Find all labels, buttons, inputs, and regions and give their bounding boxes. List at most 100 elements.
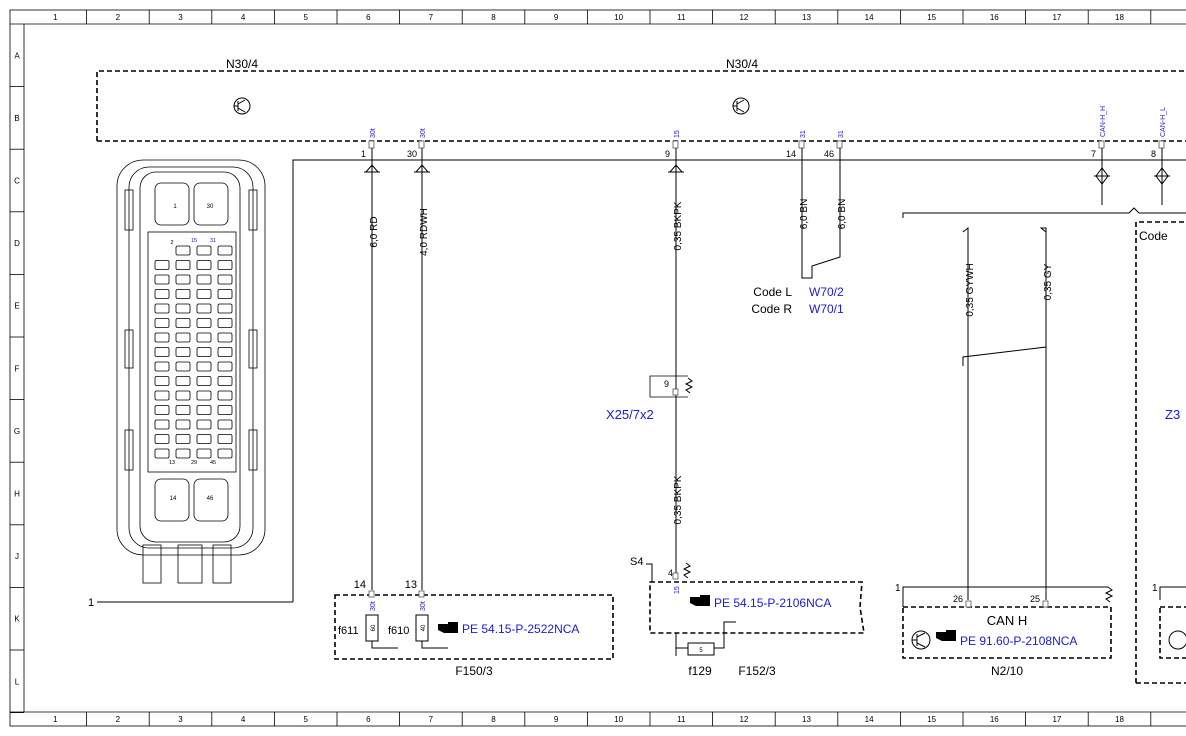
partial-pin-1-right: 1 [1152,583,1158,594]
drawing-frame [9,9,1186,727]
pin-cavity [196,361,212,372]
grid-column-label: 8 [491,715,496,724]
pin-cavity [175,448,191,459]
grid-row-label: B [14,114,19,123]
pin-cavity [175,419,191,430]
wire-label-6-0-bn-b: 6,0 BN [837,199,848,230]
grid-column-label: 15 [927,13,936,22]
wire-label-6-0-rd: 6,0 RD [369,216,380,247]
pin-cavity [196,405,212,415]
pin-cavity [154,318,170,328]
fuse-box-f150-3: 14 13 30t 30t 60 40 f611 f610 [334,579,614,660]
fuse-box-f152-3: 4 15 5 [649,568,865,656]
connector-pin-30: 30 [207,204,214,210]
pin-cavity [154,260,170,270]
wire-label-0-35-gywh: 0,35 GYWH [965,263,976,316]
n2-10-pin-26: 26 [953,594,963,604]
fuse-f610-label: f610 [388,625,409,637]
x25-7x2-link[interactable]: X25/7x2 [606,407,654,422]
pin-cavity [217,303,233,314]
pin-cavity [196,260,212,270]
pin-cavity [154,405,170,415]
grid-column-label: 13 [802,13,811,22]
spring-symbol-icon [684,377,694,394]
ground-w70-2-link[interactable]: W70/2 [809,285,844,299]
pin-cavity [154,347,170,357]
can-double-arrow-icon [1094,148,1110,205]
f150-pin-13: 13 [405,579,417,591]
code-r-label: Code R [751,302,792,316]
svg-text:30t: 30t [420,128,427,138]
twisted-pair-marker [962,341,1047,366]
can-bus-bracket [902,207,1186,218]
transistor-icon [911,630,931,650]
pin-cavity [217,361,233,372]
pin-cavity [217,419,233,430]
pin-cavity [175,260,191,270]
grid-column-label: 6 [366,13,371,22]
ground-w70-1-link[interactable]: W70/1 [809,302,844,316]
svg-text:30t: 30t [370,128,377,138]
grid-column-label: 13 [802,715,811,724]
pin-cavity [217,332,233,343]
z3-partial-link[interactable]: Z3 [1165,407,1180,422]
pin-cavity [175,332,191,343]
code-partial-box [1135,221,1186,683]
grid-column-label: 5 [303,13,308,22]
f150-reference-link[interactable]: PE 54.15-P-2522NCA [462,622,579,636]
transistor-icon [233,97,251,115]
grid-column-label: 11 [677,13,686,22]
partial-module-right [1159,606,1186,659]
n2-10-pin-1: 1 [895,583,901,594]
pin-cavity [196,419,212,430]
grid-column-label: 18 [1115,715,1124,724]
n2-10-pin-25: 25 [1030,594,1040,604]
pin-cavity [175,274,191,285]
ecu-pin-9: 9 15 [665,130,681,159]
f152-reference-link[interactable]: PE 54.15-P-2106NCA [714,596,831,610]
n2-10-label: N2/10 [991,664,1023,678]
pin-cavity [175,405,191,415]
grid-row-label: F [15,364,20,373]
wire-label-0-35-bkpk-lower: 0,35 BKPK [673,475,684,524]
pin-cavity [196,289,212,299]
svg-text:5: 5 [699,648,703,654]
grid-column-label: 9 [554,13,559,22]
f150-3-label: F150/3 [455,664,493,678]
pin-cavity [217,245,233,256]
connector-pin-2: 2 [170,240,173,246]
pin-cavity [217,448,233,459]
grid-row-label: H [14,490,20,499]
grid-column-label: 10 [614,13,623,22]
f150-pin-14: 14 [354,579,366,591]
grid-column-label: 17 [1052,715,1061,724]
pin-cavity [217,376,233,386]
grid-row-label: J [15,552,19,561]
pin-cavity [196,390,212,401]
grid-column-label: 18 [1115,13,1124,22]
grid-column-label: 16 [990,715,999,724]
grid-column-label: 12 [739,13,748,22]
connector-pin-29: 29 [191,460,197,466]
ecu-pin-7: 7 CAN-H_H [1091,106,1107,159]
pin-cavity [196,434,212,444]
grid-column-label: 10 [614,715,623,724]
f150-term-a: 30t [370,601,377,611]
spring-symbol-icon [682,562,692,579]
ecu-block-outline [292,159,1186,602]
n2-10-reference-link[interactable]: PE 91.60-P-2108NCA [960,634,1077,648]
svg-text:14: 14 [786,149,796,159]
pin-cavity [217,289,233,299]
s4-label: S4 [630,556,643,568]
module-n2-10: 1 26 25 CAN H [895,583,1114,659]
connector-pin-14: 14 [170,496,177,502]
hand-pointer-icon [438,622,458,633]
spring-symbol-icon [1104,586,1114,603]
pin-cavity [154,303,170,314]
fuse-f129 [687,642,715,656]
pin-cavity [196,376,212,386]
connector-pin-13: 13 [169,460,175,466]
pin-cavity [154,274,170,285]
